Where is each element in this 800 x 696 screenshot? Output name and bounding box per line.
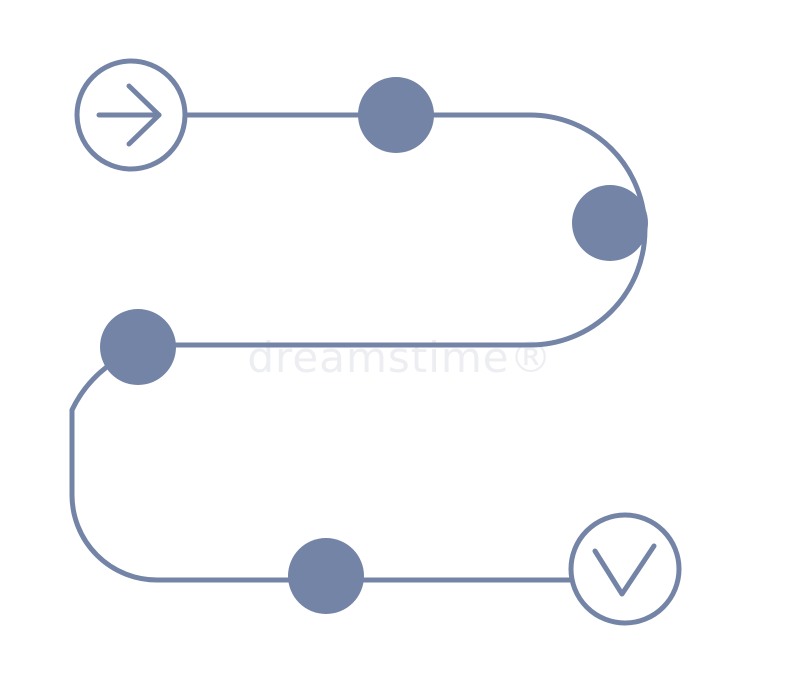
route-path [69, 112, 648, 583]
watermark-text: dreamstime® [247, 333, 552, 382]
step-node-2 [572, 185, 648, 261]
step-node-1 [358, 77, 434, 153]
start-node [74, 58, 188, 172]
arrow-right-icon [96, 83, 162, 147]
checkmark-icon [592, 543, 657, 597]
step-node-4 [288, 538, 364, 614]
step-node-3 [100, 309, 176, 385]
end-node [568, 512, 682, 626]
